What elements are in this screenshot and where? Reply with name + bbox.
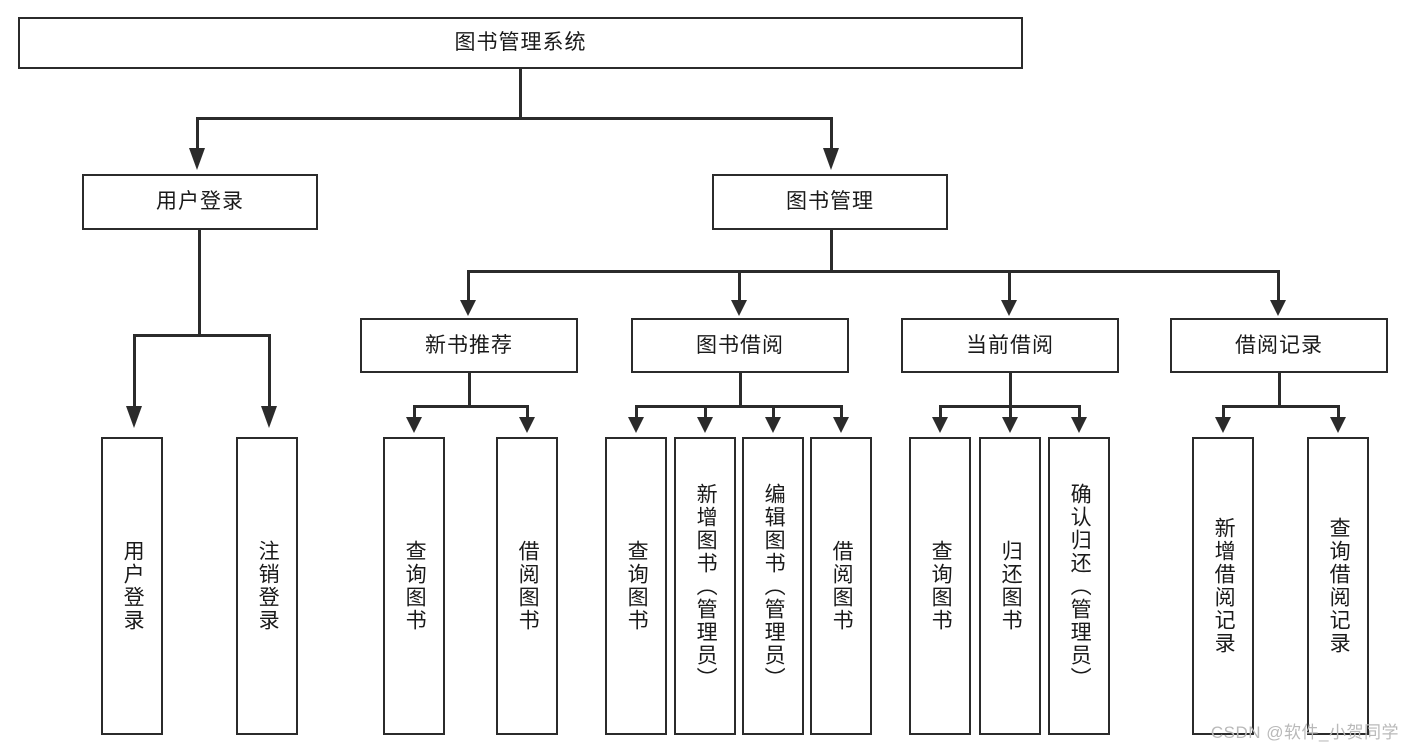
arrowhead-user-login-leaf-0 bbox=[126, 406, 142, 428]
arrowhead-cb-leaf-0 bbox=[932, 417, 948, 433]
arrowhead-user-login bbox=[189, 148, 205, 170]
csdn-watermark: CSDN @软件_小贺同学 bbox=[1210, 723, 1399, 742]
connector-br-bus bbox=[1222, 405, 1340, 408]
connector-user-login-to-leaf-1 bbox=[268, 334, 271, 408]
connector-bb-stem bbox=[739, 373, 742, 408]
connector-bb-to-leaf-2 bbox=[772, 405, 775, 419]
connector-cb-to-leaf-2 bbox=[1078, 405, 1081, 419]
connector-bm-to-borrow-record bbox=[1277, 270, 1280, 302]
arrowhead-br-leaf-1 bbox=[1330, 417, 1346, 433]
arrowhead-bb-leaf-1 bbox=[697, 417, 713, 433]
connector-nbr-to-leaf-1 bbox=[526, 405, 529, 419]
connector-bb-to-leaf-1 bbox=[704, 405, 707, 419]
connector-br-stem bbox=[1278, 373, 1281, 408]
node-label: 归还图书 bbox=[999, 540, 1023, 632]
node-book-borrow[interactable]: 图书借阅 bbox=[631, 318, 849, 373]
connector-bb-bus bbox=[635, 405, 843, 408]
arrowhead-bb-leaf-2 bbox=[765, 417, 781, 433]
node-label: 用户登录 bbox=[121, 540, 145, 632]
node-label: 用户登录 bbox=[156, 190, 244, 214]
connector-book-management-stem bbox=[830, 230, 833, 272]
leaf-new-book-recommend-0[interactable]: 查询图书 bbox=[383, 437, 445, 735]
node-label: 确认归还（管理员） bbox=[1068, 482, 1092, 690]
connector-bb-to-leaf-0 bbox=[635, 405, 638, 419]
connector-bm-to-current-borrow bbox=[1008, 270, 1011, 302]
node-label: 查询图书 bbox=[929, 540, 953, 632]
connector-cb-to-leaf-0 bbox=[939, 405, 942, 419]
connector-nbr-to-leaf-0 bbox=[413, 405, 416, 419]
arrowhead-nbr-leaf-1 bbox=[519, 417, 535, 433]
leaf-borrow-record-0[interactable]: 新增借阅记录 bbox=[1192, 437, 1254, 735]
connector-bb-to-leaf-3 bbox=[840, 405, 843, 419]
connector-cb-to-leaf-1 bbox=[1009, 405, 1012, 419]
node-label: 借阅图书 bbox=[516, 540, 540, 632]
node-label: 图书管理系统 bbox=[454, 31, 587, 55]
arrowhead-bb-leaf-0 bbox=[628, 417, 644, 433]
node-new-book-recommend[interactable]: 新书推荐 bbox=[360, 318, 578, 373]
leaf-borrow-record-1[interactable]: 查询借阅记录 bbox=[1307, 437, 1369, 735]
node-root-book-management-system[interactable]: 图书管理系统 bbox=[18, 17, 1023, 69]
connector-br-to-leaf-1 bbox=[1337, 405, 1340, 419]
connector-nbr-stem bbox=[468, 373, 471, 408]
leaf-book-borrow-0[interactable]: 查询图书 bbox=[605, 437, 667, 735]
arrowhead-br-leaf-0 bbox=[1215, 417, 1231, 433]
connector-bm-to-new-book bbox=[467, 270, 470, 302]
leaf-new-book-recommend-1[interactable]: 借阅图书 bbox=[496, 437, 558, 735]
arrowhead-book-borrow bbox=[731, 300, 747, 316]
connector-bm-to-book-borrow bbox=[738, 270, 741, 302]
connector-user-login-to-leaf-0 bbox=[133, 334, 136, 408]
connector-root-bus bbox=[196, 117, 833, 120]
node-label: 新增图书（管理员） bbox=[694, 482, 718, 690]
leaf-current-borrow-1[interactable]: 归还图书 bbox=[979, 437, 1041, 735]
arrowhead-bb-leaf-3 bbox=[833, 417, 849, 433]
node-label: 查询图书 bbox=[403, 540, 427, 632]
connector-root-to-user-login bbox=[196, 117, 199, 150]
node-label: 编辑图书（管理员） bbox=[762, 482, 786, 690]
arrowhead-cb-leaf-2 bbox=[1071, 417, 1087, 433]
leaf-current-borrow-0[interactable]: 查询图书 bbox=[909, 437, 971, 735]
node-borrow-record[interactable]: 借阅记录 bbox=[1170, 318, 1388, 373]
connector-user-login-bus bbox=[133, 334, 270, 337]
node-label: 借阅图书 bbox=[830, 540, 854, 632]
connector-br-to-leaf-0 bbox=[1222, 405, 1225, 419]
arrowhead-book-management bbox=[823, 148, 839, 170]
arrowhead-current-borrow bbox=[1001, 300, 1017, 316]
leaf-user-login-0[interactable]: 用户登录 bbox=[101, 437, 163, 735]
node-label: 借阅记录 bbox=[1235, 333, 1323, 357]
leaf-book-borrow-3[interactable]: 借阅图书 bbox=[810, 437, 872, 735]
connector-root-to-book-management bbox=[830, 117, 833, 150]
node-label: 查询图书 bbox=[625, 540, 649, 632]
node-label: 查询借阅记录 bbox=[1327, 517, 1351, 655]
arrowhead-nbr-leaf-0 bbox=[406, 417, 422, 433]
leaf-book-borrow-1[interactable]: 新增图书（管理员） bbox=[674, 437, 736, 735]
node-label: 新书推荐 bbox=[425, 333, 513, 357]
node-label: 当前借阅 bbox=[966, 333, 1054, 357]
node-current-borrow[interactable]: 当前借阅 bbox=[901, 318, 1119, 373]
node-label: 新增借阅记录 bbox=[1212, 517, 1236, 655]
node-label: 注销登录 bbox=[256, 540, 280, 632]
leaf-book-borrow-2[interactable]: 编辑图书（管理员） bbox=[742, 437, 804, 735]
arrowhead-cb-leaf-1 bbox=[1002, 417, 1018, 433]
arrowhead-user-login-leaf-1 bbox=[261, 406, 277, 428]
arrowhead-new-book-recommend bbox=[460, 300, 476, 316]
leaf-current-borrow-2[interactable]: 确认归还（管理员） bbox=[1048, 437, 1110, 735]
leaf-user-login-1[interactable]: 注销登录 bbox=[236, 437, 298, 735]
node-label: 图书借阅 bbox=[696, 333, 784, 357]
node-book-management[interactable]: 图书管理 bbox=[712, 174, 948, 230]
connector-root-stem bbox=[519, 69, 522, 118]
connector-cb-stem bbox=[1009, 373, 1012, 408]
node-user-login[interactable]: 用户登录 bbox=[82, 174, 318, 230]
node-label: 图书管理 bbox=[786, 190, 874, 214]
connector-nbr-bus bbox=[413, 405, 529, 408]
connector-user-login-stem bbox=[198, 230, 201, 336]
arrowhead-borrow-record bbox=[1270, 300, 1286, 316]
connector-book-management-bus bbox=[467, 270, 1280, 273]
